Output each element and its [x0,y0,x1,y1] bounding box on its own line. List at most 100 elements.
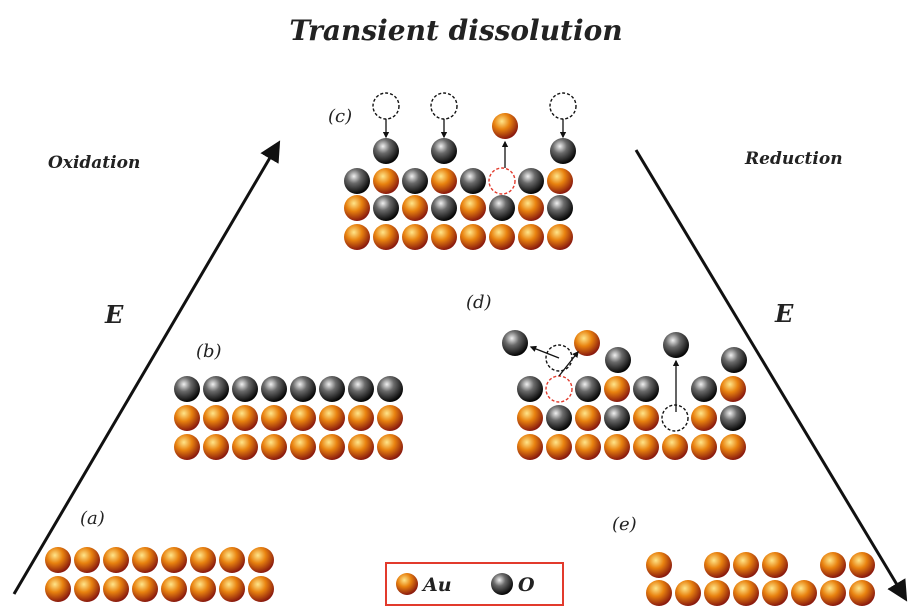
gold-atom-icon [546,434,572,460]
gold-atom-icon [662,434,688,460]
vacancy-circle-icon [545,344,573,372]
oxidation-label: Oxidation [48,153,140,173]
potential-label-left: E [104,300,124,329]
arrow-icon [529,345,560,359]
gold-atom-icon [344,224,370,250]
gold-atom-icon [348,405,374,431]
gold-atom-icon [547,224,573,250]
vacancy-circle-icon [430,92,458,120]
oxygen-atom-icon [721,347,747,373]
oxygen-atom-icon [373,138,399,164]
potential-label-right: E [774,299,794,328]
oxygen-atom-icon [174,376,200,402]
gold-atom-icon [604,434,630,460]
panel-b-surface [174,376,403,460]
gold-atom-icon [45,576,71,602]
oxygen-atom-icon [290,376,316,402]
gold-atom-icon [460,195,486,221]
oxygen-atom-icon [575,376,601,402]
gold-atom-icon [373,168,399,194]
oxygen-atom-icon [691,376,717,402]
oxygen-atom-icon [502,330,528,356]
gold-atom-icon [517,405,543,431]
legend-o-label: O [518,574,535,596]
oxygen-atom-icon [489,195,515,221]
gold-atom-icon [431,168,457,194]
gold-atom-icon [492,113,518,139]
reduction-arrow-icon [634,149,908,602]
gold-atom-icon [820,580,846,606]
arrow-icon [558,350,579,377]
gold-atom-icon [733,552,759,578]
gold-atom-icon [720,376,746,402]
gold-atom-icon [489,224,515,250]
vacancy-circle-icon [545,375,573,403]
gold-atom-icon [396,573,418,595]
gold-atom-icon [45,547,71,573]
gold-atom-icon [720,434,746,460]
vacancy-circle-icon [549,92,577,120]
oxygen-atom-icon [344,168,370,194]
gold-atom-icon [319,434,345,460]
oxygen-atom-icon [720,405,746,431]
panel-e-surface [646,552,875,606]
gold-atom-icon [348,434,374,460]
panel-d-surface [502,330,747,460]
gold-atom-icon [103,547,129,573]
panel-label-c: (c) [328,106,352,127]
panel-label-b: (b) [196,341,222,362]
oxygen-atom-icon [348,376,374,402]
gold-atom-icon [377,434,403,460]
gold-atom-icon [402,195,428,221]
legend-au-label: Au [421,574,452,596]
vacancy-circle-icon [661,404,689,432]
gold-atom-icon [633,405,659,431]
oxygen-atom-icon [377,376,403,402]
panel-label-a: (a) [80,508,105,529]
oxygen-atom-icon [261,376,287,402]
oxygen-atom-icon [431,195,457,221]
panel-c-surface [344,92,577,250]
gold-atom-icon [103,576,129,602]
gold-atom-icon [849,580,875,606]
oxygen-atom-icon [460,168,486,194]
legend-box [385,562,564,606]
gold-atom-icon [373,224,399,250]
gold-atom-icon [132,576,158,602]
oxygen-atom-icon [203,376,229,402]
vacancy-circle-icon [372,92,400,120]
oxygen-atom-icon [373,195,399,221]
gold-atom-icon [460,224,486,250]
oxygen-atom-icon [517,376,543,402]
oxygen-atom-icon [491,573,513,595]
gold-atom-icon [762,552,788,578]
gold-atom-icon [161,547,187,573]
gold-atom-icon [431,224,457,250]
gold-atom-icon [232,405,258,431]
oxygen-atom-icon [633,376,659,402]
gold-atom-icon [290,434,316,460]
oxygen-atom-icon [232,376,258,402]
gold-atom-icon [575,434,601,460]
oxygen-atom-icon [546,405,572,431]
gold-atom-icon [604,376,630,402]
gold-atom-icon [704,580,730,606]
gold-atom-icon [646,552,672,578]
gold-atom-icon [219,547,245,573]
gold-atom-icon [517,434,543,460]
gold-atom-icon [518,195,544,221]
gold-atom-icon [203,405,229,431]
gold-atom-icon [633,434,659,460]
gold-atom-icon [132,547,158,573]
gold-atom-icon [248,576,274,602]
gold-atom-icon [791,580,817,606]
gold-atom-icon [203,434,229,460]
gold-atom-icon [190,576,216,602]
gold-atom-icon [232,434,258,460]
oxygen-atom-icon [431,138,457,164]
gold-atom-icon [290,405,316,431]
gold-atom-icon [319,405,345,431]
panel-label-d: (d) [466,292,492,313]
gold-atom-icon [344,195,370,221]
